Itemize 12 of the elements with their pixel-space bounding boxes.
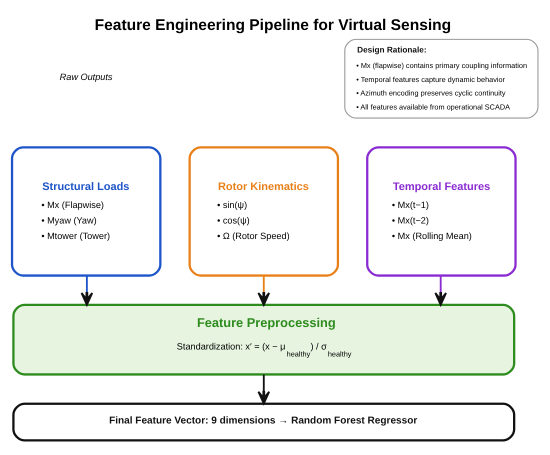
node-box: Feature Preprocessing Standardization: x′ = (x − μhealthy) / σhealthy bbox=[12, 304, 516, 376]
node-box: Design Rationale: • Mx (flapwise) contains primary coupling information • Temporal features capture dynamic behavior • Azimuth encoding preserves cyclic continuity • All features available from operational SCADA bbox=[344, 38, 538, 119]
label: Raw Outputs bbox=[60, 72, 112, 82]
arrow bbox=[258, 276, 270, 306]
node-box: Structural Loads • Mx (Flapwise) • Myaw (Yaw) • Mtower (Tower) bbox=[10, 146, 162, 277]
node-box: Final Feature Vector: 9 dimensions → Random Forest Regressor bbox=[12, 402, 516, 442]
node-box: Temporal Features • Mx(t−1) • Mx(t−2) • Mx (Rolling Mean) bbox=[366, 146, 517, 277]
arrow bbox=[434, 276, 447, 306]
diagram-title: Feature Engineering Pipeline for Virtual Sensing bbox=[94, 16, 452, 34]
arrow bbox=[258, 374, 270, 405]
arrow bbox=[80, 276, 94, 306]
node-box: Rotor Kinematics • sin(ψ) • cos(ψ) • Ω (Rotor Speed) bbox=[188, 146, 340, 277]
